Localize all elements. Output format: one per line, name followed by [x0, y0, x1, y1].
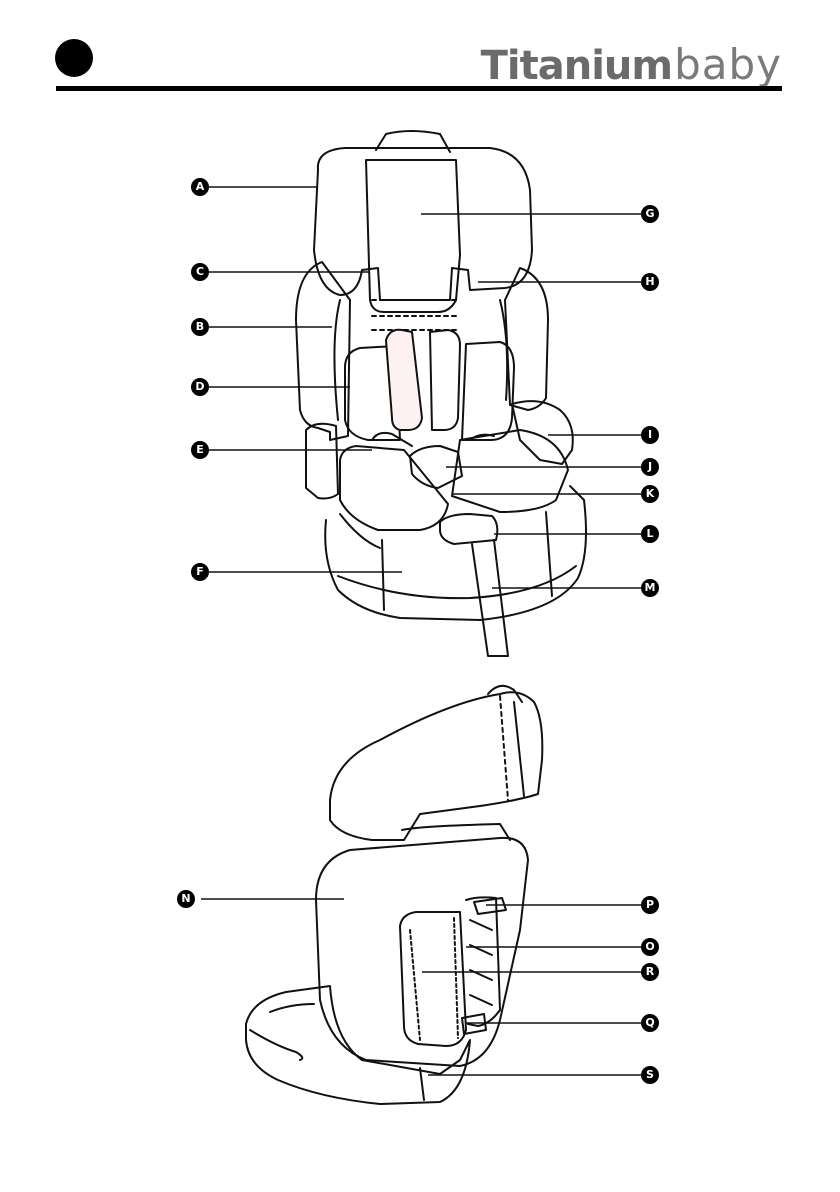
callout-q: Q — [641, 1014, 659, 1032]
callout-s: S — [641, 1066, 659, 1084]
callout-c: C — [191, 263, 209, 281]
callout-o: O — [641, 938, 659, 956]
callout-r: R — [641, 963, 659, 981]
callout-h: H — [641, 273, 659, 291]
callout-p: P — [641, 896, 659, 914]
callout-n: N — [177, 890, 195, 908]
callout-i: I — [641, 426, 659, 444]
callout-b: B — [191, 318, 209, 336]
callout-m: M — [641, 579, 659, 597]
callout-f: F — [191, 563, 209, 581]
callout-g: G — [641, 205, 659, 223]
callout-a: A — [191, 178, 209, 196]
callout-j: J — [641, 458, 659, 476]
callout-d: D — [191, 378, 209, 396]
callout-l: L — [641, 525, 659, 543]
callout-k: K — [641, 485, 659, 503]
callout-e: E — [191, 441, 209, 459]
